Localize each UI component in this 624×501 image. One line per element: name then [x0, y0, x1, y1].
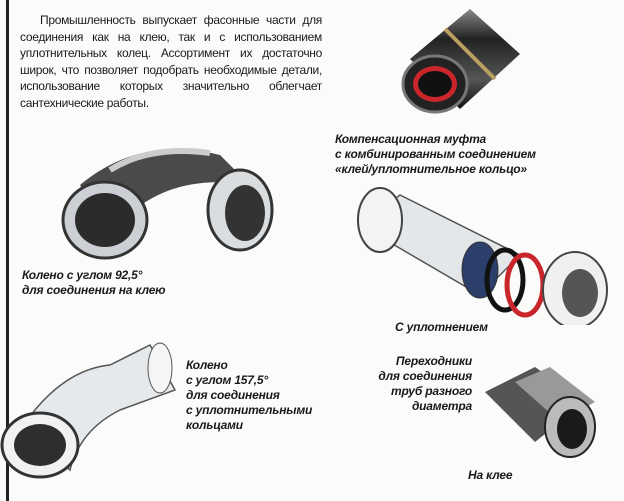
coupling-caption: Компенсационная муфта с комбинированным …	[335, 132, 536, 176]
intro-paragraph: Промышленность выпускает фасонные части …	[20, 12, 322, 111]
elbow-157-illustration	[0, 342, 177, 479]
left-border	[6, 0, 9, 501]
adapters-caption: Переходники для соединения труб разного …	[378, 354, 472, 413]
intro-text: Промышленность выпускает фасонные части …	[20, 13, 322, 110]
compensation-coupling-illustration	[401, 9, 520, 114]
elbow-92-illustration	[61, 148, 274, 260]
adapter-illustration	[485, 367, 596, 458]
elbow-157-caption: Колено с углом 157,5° для соединения с у…	[186, 358, 313, 432]
sealed-caption: С уплотнением	[395, 320, 488, 334]
sealed-coupling-illustration	[357, 187, 608, 325]
glued-caption: На клее	[468, 468, 513, 482]
elbow-92-caption: Колено с углом 92,5° для соединения на к…	[22, 268, 166, 297]
